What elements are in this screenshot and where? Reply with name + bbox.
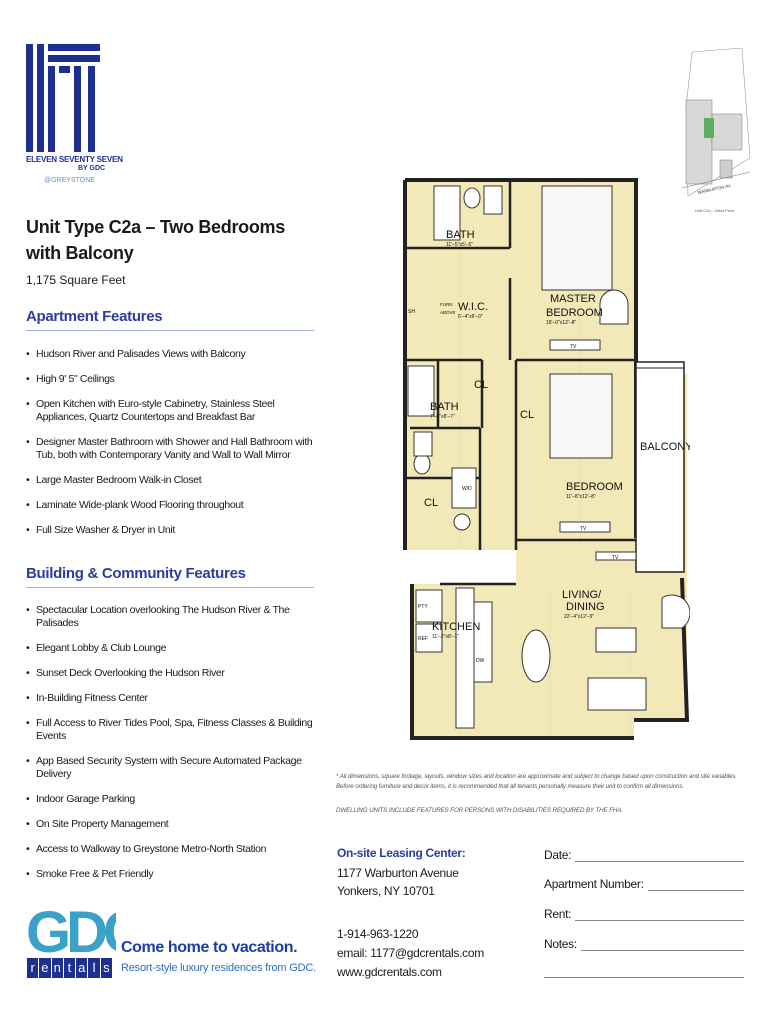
rentals-wordmark: r e n t a l s bbox=[27, 958, 113, 978]
leasing-city: Yonkers, NY 10701 bbox=[337, 884, 435, 898]
dining-label: DINING bbox=[566, 601, 605, 613]
unit-title-line1: Unit Type C2a – Two Bedrooms bbox=[26, 217, 285, 237]
apartment-number-line[interactable] bbox=[647, 878, 744, 891]
leasing-phone[interactable]: 1-914-963-1220 bbox=[337, 927, 419, 941]
gdc-logo-text: GDC bbox=[26, 900, 116, 956]
rentals-letter: n bbox=[51, 958, 63, 978]
keymap-street: WARBURTON AV. bbox=[697, 183, 731, 195]
date-field[interactable]: Date: bbox=[544, 848, 744, 862]
leasing-street: 1177 Warburton Avenue bbox=[337, 866, 459, 880]
tv-label: TV bbox=[570, 344, 577, 350]
apartment-number-label: Apartment Number: bbox=[544, 877, 644, 891]
list-item: In-Building Fitness Center bbox=[26, 692, 326, 705]
living-dim: 22'–4"x12'–9" bbox=[564, 614, 594, 620]
bedroom-dim: 11'–8"x12'–8" bbox=[566, 494, 596, 500]
list-item: Sunset Deck Overlooking the Hudson River bbox=[26, 667, 326, 680]
rentals-letter: e bbox=[39, 958, 51, 978]
list-item: Spectacular Location overlooking The Hud… bbox=[26, 604, 326, 630]
bath1-label: BATH bbox=[446, 229, 475, 241]
closet2-label: CL bbox=[520, 409, 534, 421]
leasing-website[interactable]: www.gdcrentals.com bbox=[337, 965, 442, 979]
keymap-caption: Unit C2a – West Floor bbox=[695, 208, 735, 213]
list-item: Elegant Lobby & Club Lounge bbox=[26, 642, 326, 655]
bedroom-label: BEDROOM bbox=[566, 481, 623, 493]
list-item: Smoke Free & Pet Friendly bbox=[26, 868, 326, 881]
list-item: Large Master Bedroom Walk-in Closet bbox=[26, 474, 326, 487]
apartment-features-heading: Apartment Features bbox=[26, 308, 163, 325]
bath2-label: BATH bbox=[430, 401, 459, 413]
rentals-letter: s bbox=[100, 958, 112, 978]
leasing-email[interactable]: email: 1177@gdcrentals.com bbox=[337, 946, 484, 960]
list-item: Open Kitchen with Euro-style Cabinetry, … bbox=[26, 398, 326, 424]
refrigerator-label: REF bbox=[418, 636, 428, 642]
rentals-letter: t bbox=[63, 958, 76, 978]
gdc-logo: GDC bbox=[26, 900, 116, 956]
bath2-dim: 7'–6"x8'–7" bbox=[430, 414, 455, 420]
list-item: App Based Security System with Secure Au… bbox=[26, 755, 326, 781]
wic-dim: 6'–4"x6'–0" bbox=[458, 314, 483, 320]
brand-by: BY GDC bbox=[78, 165, 106, 172]
shower-label: SH bbox=[408, 309, 415, 315]
site-key-map: WARBURTON AV. bbox=[681, 48, 751, 196]
tv-label: TV bbox=[580, 526, 587, 532]
wic-label: W.I.C. bbox=[458, 301, 488, 313]
gdc-tagline: Come home to vacation. bbox=[121, 939, 298, 956]
notes-label: Notes: bbox=[544, 937, 577, 951]
divider bbox=[26, 587, 314, 588]
list-item: On Site Property Management bbox=[26, 818, 326, 831]
rent-label: Rent: bbox=[544, 907, 572, 921]
closet3-label: CL bbox=[424, 497, 438, 509]
list-item: Designer Master Bathroom with Shower and… bbox=[26, 436, 326, 462]
rentals-letter: l bbox=[88, 958, 100, 978]
list-item: Access to Walkway to Greystone Metro-Nor… bbox=[26, 843, 326, 856]
rent-field[interactable]: Rent: bbox=[544, 907, 744, 921]
list-item: Full Access to River Tides Pool, Spa, Fi… bbox=[26, 717, 326, 743]
apartment-features-list: Hudson River and Palisades Views with Ba… bbox=[26, 348, 326, 537]
master-label2: BEDROOM bbox=[546, 307, 603, 319]
apartment-number-field[interactable]: Apartment Number: bbox=[544, 877, 744, 891]
tv-label: TV bbox=[612, 555, 619, 561]
building-features-list: Spectacular Location overlooking The Hud… bbox=[26, 604, 326, 881]
notes-line[interactable] bbox=[580, 938, 744, 951]
list-item: Laminate Wide-plank Wood Flooring throug… bbox=[26, 499, 326, 512]
date-line[interactable] bbox=[575, 849, 744, 862]
list-item: Indoor Garage Parking bbox=[26, 793, 326, 806]
dishwasher-label: DW bbox=[476, 658, 485, 664]
list-item: Hudson River and Palisades Views with Ba… bbox=[26, 348, 326, 361]
balcony-label: BALCONY bbox=[640, 441, 690, 453]
disclaimer: * All dimensions, square footage, layout… bbox=[336, 773, 737, 790]
rentals-letter: a bbox=[76, 958, 88, 978]
master-label: MASTER bbox=[550, 293, 596, 305]
furn-label: FURN bbox=[440, 302, 453, 307]
floor-plan: BATH 11'–5"x5'–5" W.I.C. 6'–4"x6'–0" SH … bbox=[403, 178, 690, 740]
date-label: Date: bbox=[544, 848, 572, 862]
master-dim: 18'–0"x12'–8" bbox=[546, 320, 576, 326]
rentals-letter: r bbox=[27, 958, 39, 978]
living-label: LIVING/ bbox=[562, 589, 602, 601]
washer-dryer-label: W/D bbox=[462, 486, 472, 492]
rent-line[interactable] bbox=[575, 908, 744, 921]
gdc-subtagline: Resort-style luxury residences from GDC. bbox=[121, 962, 316, 974]
kitchen-label: KITCHEN bbox=[432, 621, 480, 633]
square-feet: 1,175 Square Feet bbox=[26, 273, 126, 287]
list-item: Full Size Washer & Dryer in Unit bbox=[26, 524, 326, 537]
list-item: High 9' 5" Ceilings bbox=[26, 373, 326, 386]
divider bbox=[26, 330, 314, 331]
unit-title: Unit Type C2a – Two Bedrooms with Balcon… bbox=[26, 214, 326, 266]
eleven-seventy-seven-logo bbox=[26, 44, 100, 152]
pantry-label: PTY bbox=[418, 604, 428, 610]
above-label: ABOVE bbox=[440, 310, 456, 315]
fha-notice: DWELLING UNITS INCLUDE FEATURES FOR PERS… bbox=[336, 807, 623, 814]
notes-extra-line[interactable] bbox=[544, 977, 744, 978]
brand-name: ELEVEN SEVENTY SEVEN bbox=[26, 155, 123, 164]
building-features-heading: Building & Community Features bbox=[26, 565, 246, 582]
leasing-heading: On-site Leasing Center: bbox=[337, 846, 466, 860]
closet1-label: CL bbox=[474, 379, 488, 391]
brand-location: @GREYSTONE bbox=[44, 177, 95, 184]
bath1-dim: 11'–5"x5'–5" bbox=[446, 242, 473, 248]
unit-title-line2: with Balcony bbox=[26, 243, 134, 263]
notes-field[interactable]: Notes: bbox=[544, 937, 744, 951]
kitchen-dim: 11'–2"x8'–1" bbox=[432, 634, 459, 640]
